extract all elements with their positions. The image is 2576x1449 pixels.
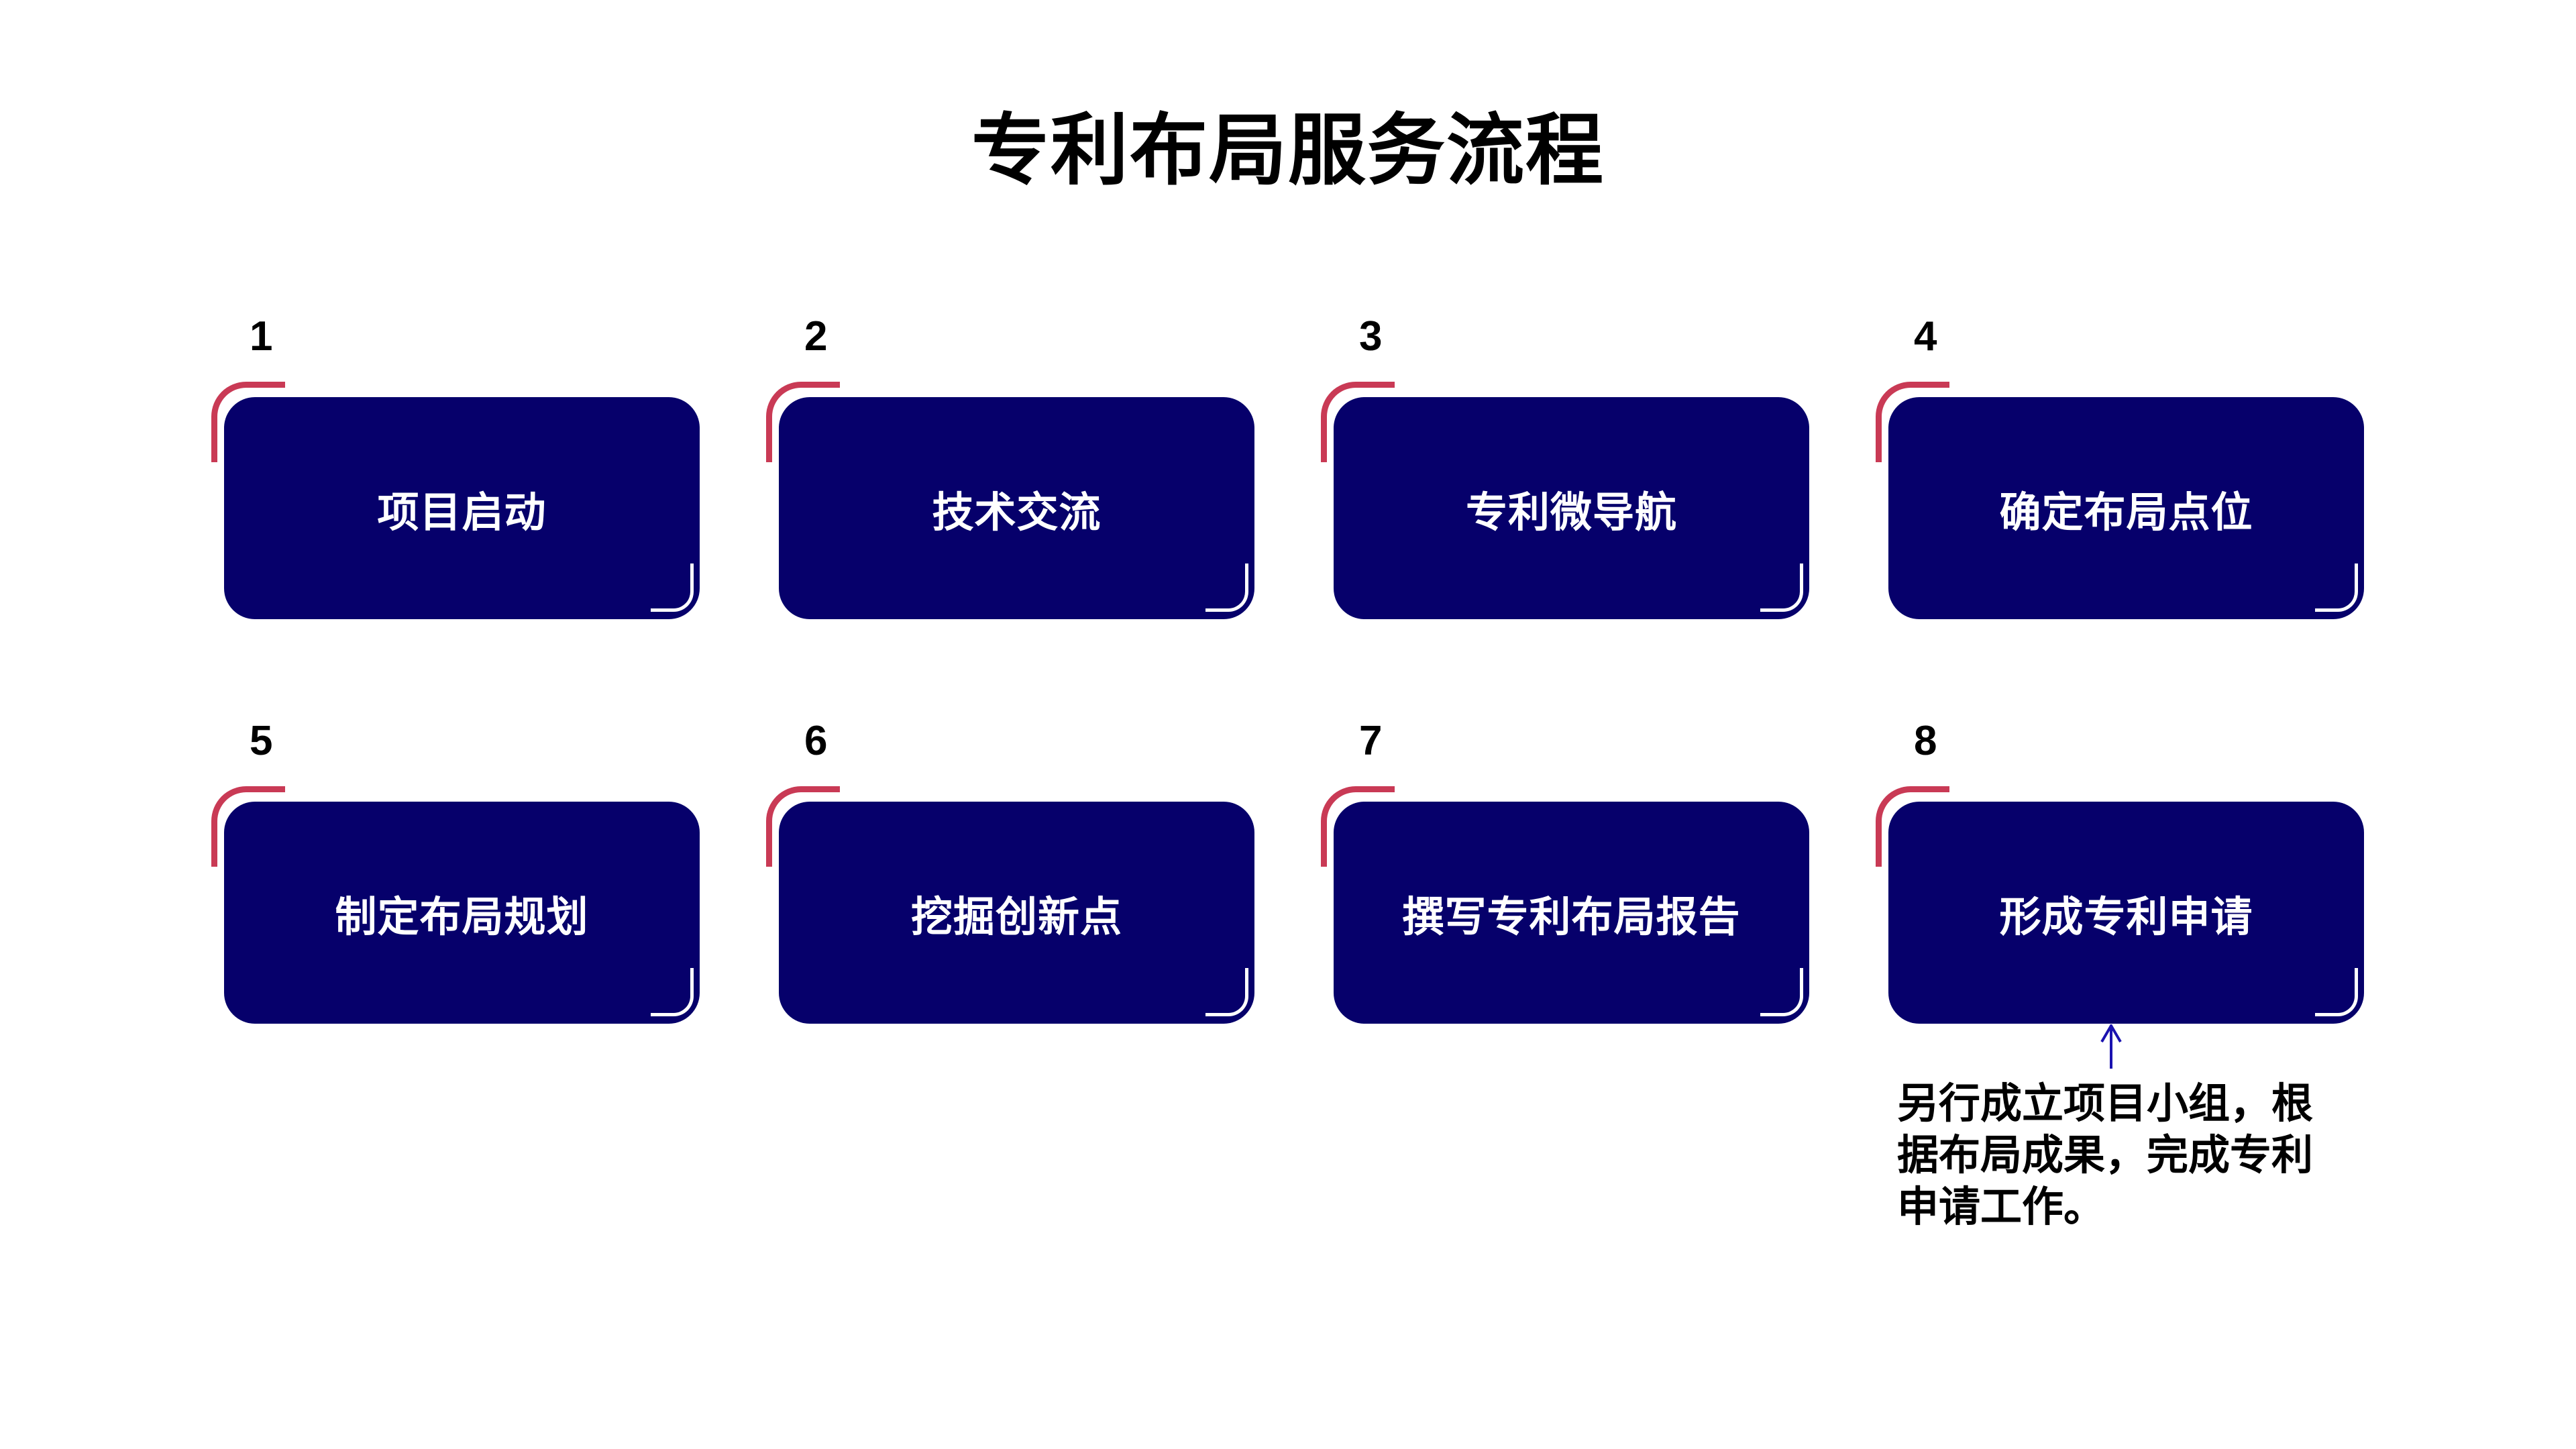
step-label: 项目启动 bbox=[377, 487, 547, 537]
step-card: 确定布局点位 bbox=[1888, 397, 2364, 619]
step-number: 8 bbox=[1914, 718, 1937, 764]
note-line: 申请工作。 bbox=[1897, 1182, 2106, 1231]
step-1: 1 项目启动 bbox=[211, 313, 700, 619]
step-8: 8 形成专利申请 bbox=[1876, 718, 2364, 1024]
step-5: 5 制定布局规划 bbox=[211, 718, 700, 1024]
corner-bracket-decoration bbox=[1205, 564, 1248, 612]
step-3: 3 专利微导航 bbox=[1321, 313, 1809, 619]
corner-bracket-decoration bbox=[1876, 382, 1949, 462]
note-line: 另行成立项目小组，根 bbox=[1897, 1079, 2314, 1128]
corner-bracket-decoration bbox=[1760, 564, 1803, 612]
note-line: 据布局成果，完成专利 bbox=[1897, 1130, 2314, 1179]
step-card: 形成专利申请 bbox=[1888, 802, 2364, 1024]
corner-bracket-decoration bbox=[211, 786, 285, 867]
step-card: 项目启动 bbox=[224, 397, 700, 619]
step-card: 专利微导航 bbox=[1334, 397, 1809, 619]
step-number: 2 bbox=[804, 313, 828, 360]
step-label: 撰写专利布局报告 bbox=[1402, 892, 1741, 941]
step-label: 制定布局规划 bbox=[335, 892, 589, 941]
step-number: 3 bbox=[1359, 313, 1383, 360]
corner-bracket-decoration bbox=[1205, 968, 1248, 1016]
step-number: 4 bbox=[1914, 313, 1937, 360]
corner-bracket-decoration bbox=[766, 786, 840, 867]
corner-bracket-decoration bbox=[2315, 564, 2358, 612]
step-7: 7 撰写专利布局报告 bbox=[1321, 718, 1809, 1024]
step-number: 1 bbox=[250, 313, 273, 360]
step-label: 确定布局点位 bbox=[1999, 487, 2253, 537]
step-card: 挖掘创新点 bbox=[779, 802, 1254, 1024]
corner-bracket-decoration bbox=[2315, 968, 2358, 1016]
step-card: 撰写专利布局报告 bbox=[1334, 802, 1809, 1024]
corner-bracket-decoration bbox=[211, 382, 285, 462]
step-6: 6 挖掘创新点 bbox=[766, 718, 1254, 1024]
corner-bracket-decoration bbox=[1876, 786, 1949, 867]
step-number: 6 bbox=[804, 718, 828, 764]
step-2: 2 技术交流 bbox=[766, 313, 1254, 619]
step-label: 挖掘创新点 bbox=[910, 892, 1122, 941]
step-8-note: 另行成立项目小组，根 据布局成果，完成专利 申请工作。 bbox=[1897, 1077, 2340, 1232]
page-title: 专利布局服务流程 bbox=[971, 105, 1605, 196]
step-card: 制定布局规划 bbox=[224, 802, 700, 1024]
step-number: 7 bbox=[1359, 718, 1383, 764]
step-4: 4 确定布局点位 bbox=[1876, 313, 2364, 619]
corner-bracket-decoration bbox=[766, 382, 840, 462]
corner-bracket-decoration bbox=[1321, 786, 1395, 867]
step-card: 技术交流 bbox=[779, 397, 1254, 619]
corner-bracket-decoration bbox=[1321, 382, 1395, 462]
arrow-up-icon bbox=[2100, 1024, 2122, 1069]
step-label: 专利微导航 bbox=[1465, 487, 1677, 537]
step-label: 形成专利申请 bbox=[1999, 892, 2253, 941]
step-label: 技术交流 bbox=[932, 487, 1102, 537]
step-number: 5 bbox=[250, 718, 273, 764]
corner-bracket-decoration bbox=[651, 968, 694, 1016]
corner-bracket-decoration bbox=[1760, 968, 1803, 1016]
corner-bracket-decoration bbox=[651, 564, 694, 612]
